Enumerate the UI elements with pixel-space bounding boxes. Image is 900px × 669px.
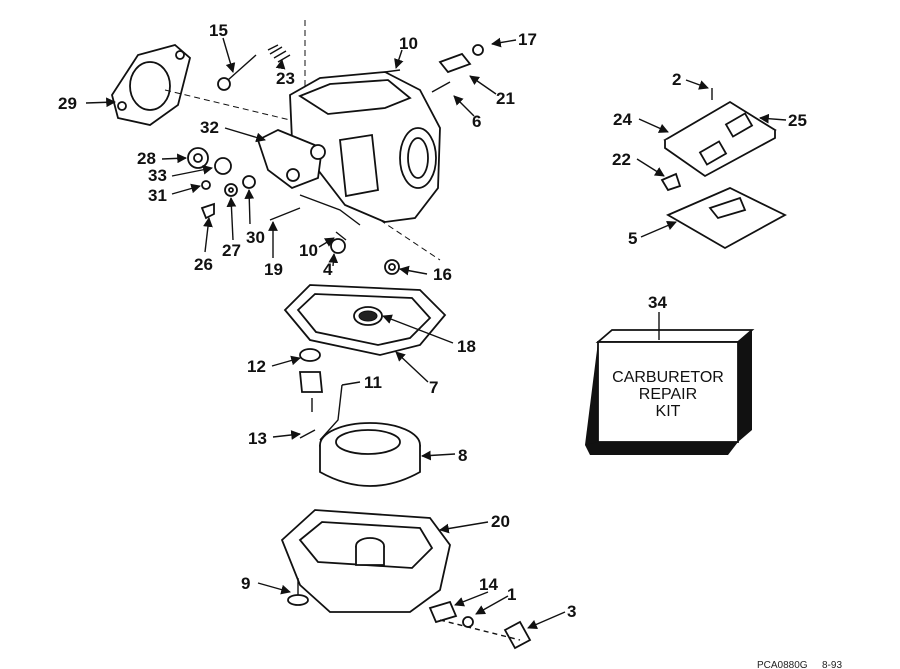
diaphragm-gasket — [666, 187, 787, 250]
float — [319, 422, 421, 487]
label-28: 28 — [137, 149, 156, 168]
label-17: 17 — [518, 30, 537, 49]
float-bowl — [280, 509, 451, 613]
label-22: 22 — [612, 150, 631, 169]
label-19: 19 — [264, 260, 283, 279]
carburetor-body — [256, 71, 441, 226]
kit-line-2: REPAIR — [639, 386, 697, 403]
label-1: 1 — [507, 585, 516, 604]
label-3: 3 — [567, 602, 576, 621]
label-15: 15 — [209, 21, 228, 40]
label-13: 13 — [248, 429, 267, 448]
label-9: 9 — [241, 574, 250, 593]
label-24: 24 — [613, 110, 632, 129]
bowl-gasket — [283, 284, 447, 356]
repair-kit-box: CARBURETOR REPAIR KIT — [585, 329, 755, 455]
label-33: 33 — [148, 166, 167, 185]
label-10-top: 10 — [399, 34, 418, 53]
label-34: 34 — [648, 293, 667, 312]
label-32: 32 — [200, 118, 219, 137]
label-6: 6 — [472, 112, 481, 131]
label-18: 18 — [457, 337, 476, 356]
label-23: 23 — [276, 69, 295, 88]
label-29: 29 — [58, 94, 77, 113]
washer-30 — [242, 175, 256, 189]
label-7: 7 — [429, 378, 438, 397]
label-5: 5 — [628, 229, 637, 248]
label-21: 21 — [496, 89, 515, 108]
label-2: 2 — [672, 70, 681, 89]
kit-line-3: KIT — [656, 403, 681, 420]
label-10-mid: 10 — [299, 241, 318, 260]
footer-code: PCA0880G — [757, 660, 808, 669]
kit-line-1: CARBURETOR — [612, 369, 724, 386]
label-30: 30 — [246, 228, 265, 247]
label-27: 27 — [222, 241, 241, 260]
label-16: 16 — [433, 265, 452, 284]
footer-date: 8-93 — [822, 660, 842, 669]
label-25: 25 — [788, 111, 807, 130]
fitting-33 — [214, 157, 232, 175]
label-12: 12 — [247, 357, 266, 376]
label-20: 20 — [491, 512, 510, 531]
label-31: 31 — [148, 186, 167, 205]
part-labels: 15 23 10 17 21 6 29 32 28 33 31 26 27 30… — [58, 21, 807, 621]
screw-and-spring — [217, 44, 291, 91]
label-8: 8 — [458, 446, 467, 465]
label-11: 11 — [364, 373, 382, 392]
label-14: 14 — [479, 575, 498, 594]
leader-lines — [85, 37, 787, 629]
flange-gasket — [111, 44, 192, 126]
parts-artwork — [111, 20, 787, 650]
ball-31 — [201, 180, 211, 190]
cover-plate — [663, 100, 777, 178]
ball-4 — [330, 238, 346, 254]
label-4: 4 — [323, 260, 333, 279]
label-26: 26 — [194, 255, 213, 274]
